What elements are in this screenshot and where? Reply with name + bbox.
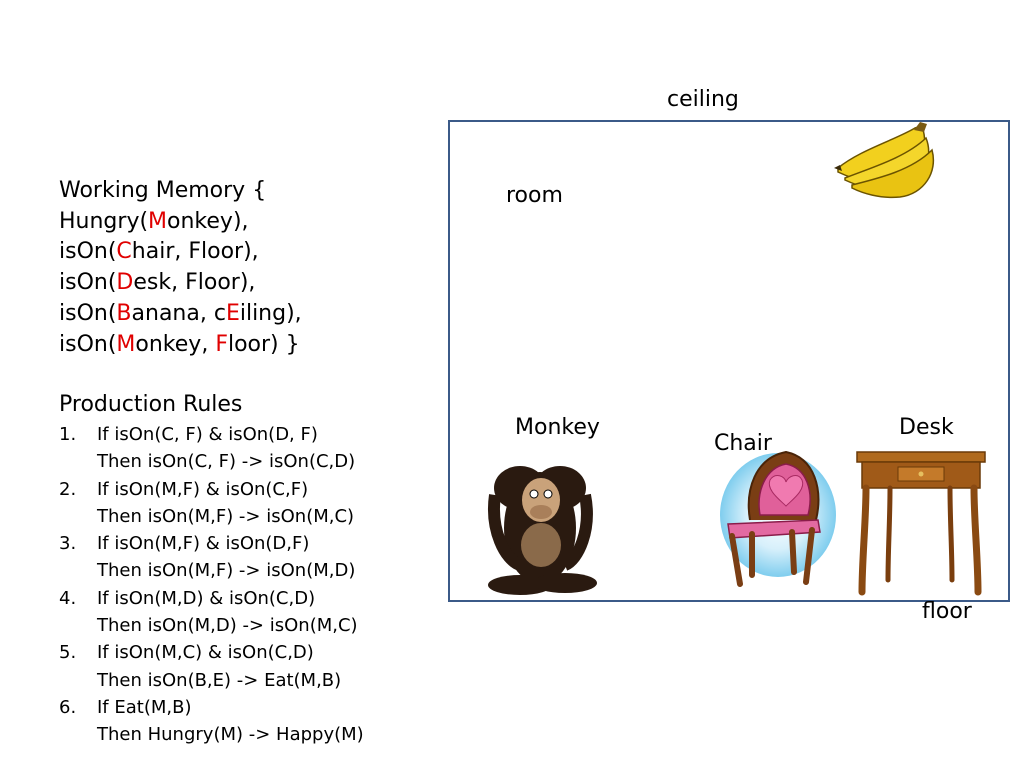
memory-text: esk, Floor),	[133, 270, 256, 296]
working-memory: Working Memory {Hungry(Monkey),isOn(Chai…	[59, 176, 302, 360]
rule-if: If isOn(C, F) & isOn(D, F)	[97, 424, 318, 445]
production-rules-title: Production Rules	[59, 392, 243, 417]
rule-then: Then isOn(M,D) -> isOn(M,C)	[97, 615, 358, 637]
memory-text: isOn(	[59, 239, 117, 265]
production-rule: 6. If Eat(M,B) Then Hungry(M) -> Happy(M)	[59, 694, 364, 749]
highlighted-letter: D	[116, 270, 134, 296]
room-label: room	[506, 183, 563, 208]
rule-number: 5.	[59, 642, 77, 664]
rule-if: If isOn(M,D) & isOn(C,D)	[97, 587, 316, 609]
rule-number: 2.	[59, 478, 77, 500]
monkey-icon	[488, 466, 597, 595]
rule-if: If isOn(M,F) & isOn(D,F)	[97, 533, 310, 555]
floor-label: floor	[922, 599, 972, 624]
highlighted-letter: M	[116, 331, 136, 357]
memory-text: onkey,	[135, 331, 216, 357]
production-rule: 5. If isOn(M,C) & isOn(C,D) Then isOn(B,E)…	[59, 639, 364, 694]
memory-text: iling),	[239, 300, 302, 326]
production-rule: 1. If isOn(C, F) & isOn(D, F) Then isOn(C,…	[59, 421, 364, 476]
rule-then: Then isOn(M,F) -> isOn(M,C)	[97, 505, 355, 527]
ceiling-label: ceiling	[667, 87, 739, 112]
production-rule: 3. If isOn(M,F) & isOn(D,F) Then isOn(M,F)…	[59, 530, 364, 585]
highlighted-letter: F	[215, 331, 228, 357]
production-rule: 4. If isOn(M,D) & isOn(C,D) Then isOn(M,D)…	[59, 585, 364, 640]
rule-if: If isOn(M,F) & isOn(C,F)	[97, 478, 309, 500]
highlighted-letter: E	[225, 300, 240, 326]
chair-label: Chair	[714, 431, 772, 456]
banana-icon	[834, 122, 935, 199]
memory-text: isOn(	[59, 270, 117, 296]
working-memory-line: Hungry(Monkey),	[59, 207, 302, 238]
highlighted-letter: C	[116, 239, 132, 265]
memory-text: isOn(	[59, 300, 117, 326]
rule-then: Then isOn(M,F) -> isOn(M,D)	[97, 560, 356, 582]
rule-then: Then Hungry(M) -> Happy(M)	[97, 724, 364, 746]
working-memory-line: isOn(Monkey, Floor) }	[59, 330, 302, 361]
desk-icon	[856, 451, 986, 596]
highlighted-letter: B	[116, 300, 132, 326]
rule-number: 3.	[59, 533, 77, 555]
rule-number: 4.	[59, 587, 77, 609]
rule-number: 1.	[59, 424, 77, 445]
memory-text: loor) }	[227, 331, 300, 357]
production-rule: 2. If isOn(M,F) & isOn(C,F) Then isOn(M,F)…	[59, 476, 364, 531]
rule-then: Then isOn(B,E) -> Eat(M,B)	[97, 669, 342, 691]
rule-then: Then isOn(C, F) -> isOn(C,D)	[97, 451, 356, 473]
rule-number: 6.	[59, 696, 77, 718]
chair-icon	[720, 450, 836, 587]
working-memory-line: isOn(Chair, Floor),	[59, 237, 302, 268]
room-box	[448, 120, 1010, 602]
rule-if: If isOn(M,C) & isOn(C,D)	[97, 642, 314, 664]
desk-label: Desk	[899, 415, 954, 440]
working-memory-line: isOn(Banana, cEiling),	[59, 299, 302, 330]
working-memory-line: isOn(Desk, Floor),	[59, 268, 302, 299]
memory-text: Working Memory {	[59, 178, 267, 203]
memory-text: Hungry(	[59, 208, 149, 234]
memory-text: anana, c	[131, 300, 226, 326]
production-rules-list: 1. If isOn(C, F) & isOn(D, F) Then isOn(C,…	[59, 421, 364, 749]
rule-if: If Eat(M,B)	[97, 696, 192, 718]
memory-text: onkey),	[167, 208, 249, 234]
highlighted-letter: M	[148, 208, 168, 234]
memory-text: hair, Floor),	[131, 239, 259, 265]
memory-text: isOn(	[59, 331, 117, 357]
working-memory-line: Working Memory {	[59, 176, 302, 207]
monkey-label: Monkey	[515, 415, 600, 440]
